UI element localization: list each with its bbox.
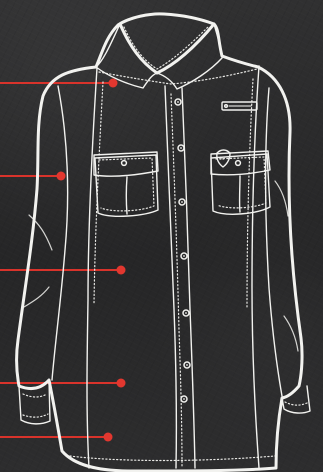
left-pocket-button bbox=[122, 161, 127, 166]
right-pocket-button bbox=[236, 161, 241, 166]
left-cuff-stitching bbox=[23, 394, 48, 417]
right-pocket-stitching bbox=[216, 157, 266, 208]
cuff-hotspot[interactable] bbox=[117, 379, 126, 388]
hem-stitching bbox=[70, 456, 275, 461]
front-placket-hotspot[interactable] bbox=[117, 266, 126, 275]
right-arm-fold-1 bbox=[275, 181, 288, 216]
left-arm-fold-2 bbox=[24, 287, 49, 307]
right-side-seam bbox=[252, 66, 259, 468]
hem-hotspot[interactable] bbox=[104, 433, 113, 442]
chest-logo-text: M7 bbox=[220, 156, 226, 161]
collar-outline bbox=[120, 24, 214, 73]
front-placket-left bbox=[165, 86, 176, 468]
left-sleeve-seam bbox=[52, 86, 68, 380]
left-side-seam bbox=[87, 68, 97, 468]
front-placket-right bbox=[182, 88, 195, 468]
collar-hotspot[interactable] bbox=[109, 79, 118, 88]
right-collar-point bbox=[157, 24, 222, 89]
right-cuff-stitching bbox=[285, 402, 307, 405]
right-arm-fold-2 bbox=[284, 316, 298, 351]
left-collar-point bbox=[96, 24, 157, 88]
right-sleeve-seam bbox=[266, 88, 282, 396]
left-pocket-pleat bbox=[126, 177, 127, 214]
shoulder-hotspot[interactable] bbox=[57, 172, 66, 181]
collar-stitching bbox=[124, 26, 209, 69]
